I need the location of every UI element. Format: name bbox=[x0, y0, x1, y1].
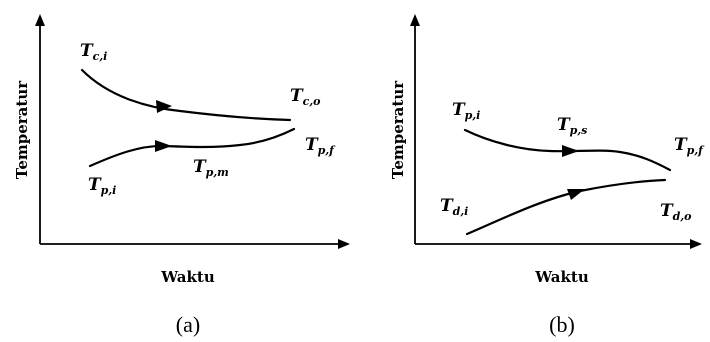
panel-a-label-tci: Tc,i bbox=[80, 41, 107, 63]
panel-a-label-tpm: Tp,m bbox=[193, 157, 229, 179]
panel-a-label-tpi: Tp,i bbox=[88, 175, 116, 197]
panel-b-label-tdo: Td,o bbox=[660, 201, 692, 223]
panel-a-product-curve bbox=[88, 127, 296, 168]
panel-a-coolant-curve bbox=[80, 68, 292, 122]
panel-b-drying-curve bbox=[465, 178, 667, 236]
panel-b-drying-arrow bbox=[567, 189, 585, 200]
panel-b-label-tpi: Tp,i bbox=[452, 100, 480, 122]
panel-a-coolant-arrow bbox=[156, 100, 172, 113]
panel-b-caption: (b) bbox=[549, 312, 575, 337]
panel-a-label-tpf: Tp,f bbox=[305, 135, 336, 157]
panel-b-label-tps: Tp,s bbox=[557, 115, 587, 137]
panel-b-product-curve bbox=[463, 128, 672, 172]
panel-a-label-tco: Tc,o bbox=[290, 86, 321, 108]
panel-a-x-label: Waktu bbox=[160, 268, 215, 286]
panel-b-x-label: Waktu bbox=[534, 268, 589, 286]
panel-b-y-label: Temperatur bbox=[389, 80, 407, 179]
panel-b-product-arrow bbox=[562, 145, 579, 157]
panel-b: Temperatur Waktu Tp,i Tp,s Tp,f Td,i Td,… bbox=[389, 14, 705, 337]
panel-a-caption: (a) bbox=[176, 312, 200, 337]
panel-a-y-label: Temperatur bbox=[13, 80, 31, 179]
panel-b-label-tpf: Tp,f bbox=[674, 135, 705, 157]
panel-b-label-tdi: Td,i bbox=[440, 196, 468, 218]
panel-a-product-arrow bbox=[155, 140, 172, 152]
panel-a: Temperatur Waktu Tc,i Tc,o Tp,f Tp,i Tp,… bbox=[13, 14, 350, 337]
